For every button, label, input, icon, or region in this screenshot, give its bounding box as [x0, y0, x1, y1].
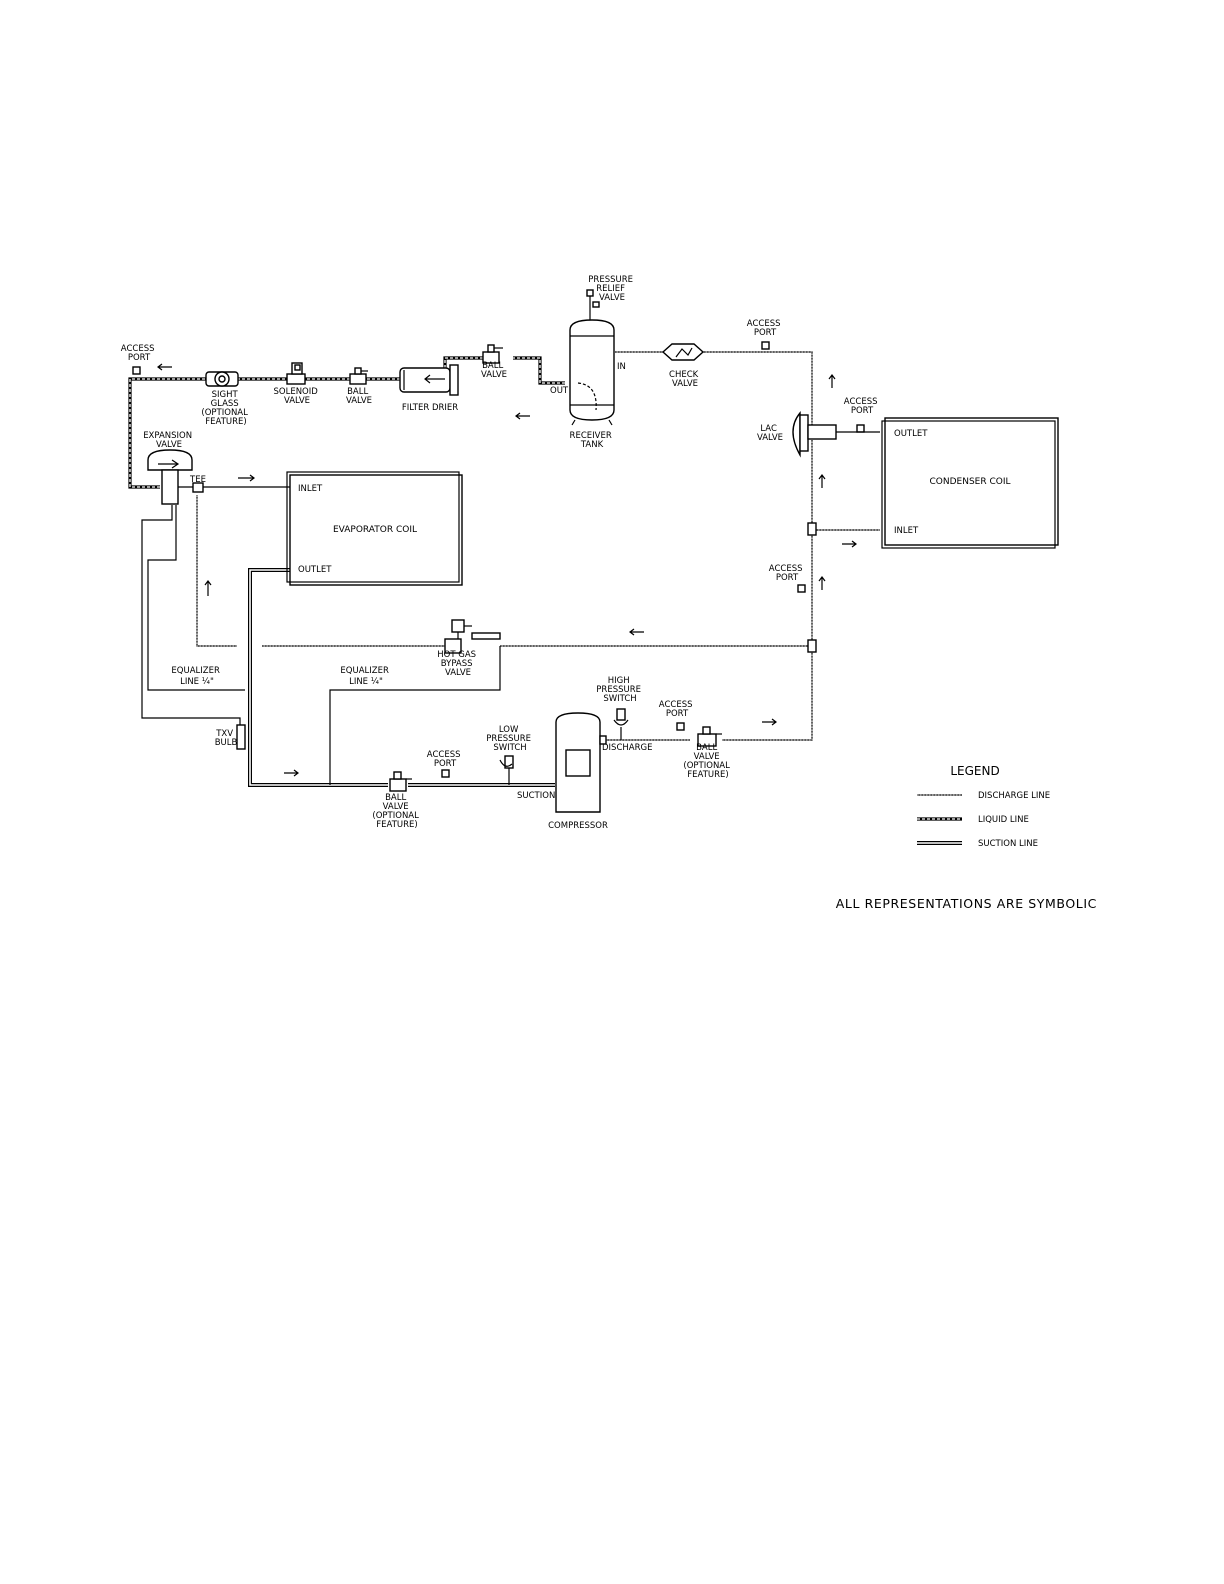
access-port-top-left-label: ACCESS PORT [121, 344, 157, 363]
low-pressure-switch-label: LOW PRESSURE SWITCH [486, 725, 533, 753]
evaporator-outlet-label: OUTLET [298, 565, 332, 575]
liquid-line [128, 356, 565, 489]
receiver-in-label: IN [617, 362, 626, 372]
tee-label: TEE [189, 475, 206, 485]
receiver-tank [569, 289, 615, 426]
discharge-line [196, 351, 880, 741]
txv-bulb-label: TXV BULB [215, 729, 238, 748]
high-pressure-switch [613, 708, 629, 740]
sight-glass-label: SIGHT GLASS (OPTIONAL FEATURE) [201, 390, 250, 427]
discharge-label: DISCHARGE [602, 743, 652, 753]
legend-liquid-line: LIQUID LINE [978, 815, 1029, 825]
equalizer-lines [141, 505, 501, 785]
flow-arrows [157, 363, 857, 777]
equalizer-line-left-label: EQUALIZER LINE ¼" [171, 666, 222, 687]
compressor-label: COMPRESSOR [548, 821, 608, 831]
ball-valve-top-label: BALL VALVE [346, 387, 372, 406]
lac-valve [792, 411, 880, 458]
access-port-condenser-label: ACCESS PORT [844, 397, 880, 416]
access-port-suction-label: ACCESS PORT [427, 750, 463, 769]
equalizer-line-mid-label: EQUALIZER LINE ¼" [340, 666, 391, 687]
txv-bulb [236, 724, 246, 750]
legend: LEGEND DISCHARGE LINE LIQUID LINE SUCTIO… [917, 764, 1050, 849]
solenoid-valve-label: SOLENOID VALVE [274, 387, 321, 406]
ball-valve-receiver-label: BALL VALVE [481, 361, 507, 380]
check-valve [661, 343, 705, 361]
tee-fittings [807, 522, 817, 653]
ball-valve-discharge [697, 726, 722, 747]
ball-valve-discharge-label: BALL VALVE (OPTIONAL FEATURE) [683, 743, 732, 780]
pressure-relief-valve-label: PRESSURE RELIEF VALVE [588, 275, 635, 303]
expansion-valve [147, 449, 290, 505]
expansion-valve-label: EXPANSION VALVE [143, 431, 195, 450]
legend-title: LEGEND [950, 764, 999, 778]
lac-valve-label: LAC VALVE [757, 424, 783, 443]
access-port-right-mid-label: ACCESS PORT [769, 564, 805, 583]
access-port-top-right-label: ACCESS PORT [747, 319, 783, 338]
check-valve-label: CHECK VALVE [669, 370, 701, 389]
receiver-tank-label: RECEIVER TANK [570, 431, 615, 450]
filter-drier-label: FILTER DRIER [402, 403, 458, 413]
compressor [555, 712, 607, 813]
ball-valve-top [349, 367, 368, 385]
condenser-coil [881, 417, 1059, 549]
evaporator-coil-label: EVAPORATOR COIL [333, 525, 417, 535]
footer-note: ALL REPRESENTATIONS ARE SYMBOLIC [836, 896, 1097, 911]
hot-gas-bypass-valve-label: HOT GAS BYPASS VALVE [437, 650, 478, 678]
sight-glass [205, 371, 239, 387]
receiver-out-label: OUT [550, 386, 569, 396]
hot-gas-bypass-valve [444, 619, 501, 654]
condenser-outlet-label: OUTLET [894, 429, 928, 439]
ball-valve-receiver [482, 344, 503, 364]
condenser-coil-label: CONDENSER COIL [930, 477, 1011, 487]
ball-valve-suction-label: BALL VALVE (OPTIONAL FEATURE) [372, 793, 421, 830]
component-labels: PRESSURE RELIEF VALVE ACCESS PORT SIGHT … [121, 275, 1011, 831]
high-pressure-switch-label: HIGH PRESSURE SWITCH [596, 676, 643, 704]
suction-label: SUCTION [517, 791, 555, 801]
evaporator-coil [286, 471, 463, 586]
low-pressure-switch [499, 755, 514, 785]
access-port-icon [132, 341, 865, 778]
filter-drier [399, 364, 459, 396]
access-port-discharge-label: ACCESS PORT [659, 700, 695, 719]
legend-suction-line: SUCTION LINE [978, 839, 1038, 849]
ball-valve-suction [389, 771, 412, 792]
condenser-inlet-label: INLET [894, 526, 919, 536]
legend-discharge-line: DISCHARGE LINE [978, 791, 1050, 801]
solenoid-valve [286, 362, 306, 385]
evaporator-inlet-label: INLET [298, 484, 323, 494]
suction-line [248, 568, 555, 787]
